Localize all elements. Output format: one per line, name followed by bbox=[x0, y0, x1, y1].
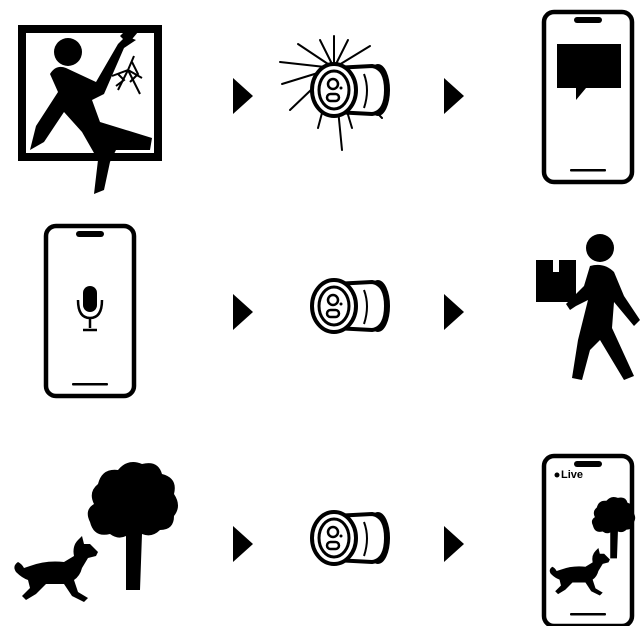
flow-arrow bbox=[233, 294, 253, 330]
delivery-person-icon bbox=[536, 234, 640, 380]
camera-icon bbox=[312, 512, 390, 564]
phone-message-icon bbox=[544, 12, 632, 182]
burglar-window-icon bbox=[22, 26, 158, 194]
phone-microphone-icon bbox=[46, 226, 134, 396]
flashing-camera-icon bbox=[280, 36, 390, 150]
camera-icon bbox=[312, 280, 390, 332]
flow-arrow bbox=[444, 526, 464, 562]
phone-live-view-icon bbox=[544, 456, 635, 626]
flow-arrow bbox=[233, 78, 253, 114]
flow-arrow bbox=[444, 78, 464, 114]
flow-arrow bbox=[444, 294, 464, 330]
flow-arrow bbox=[233, 526, 253, 562]
dog-tree-icon bbox=[14, 462, 178, 602]
live-label: Live bbox=[561, 469, 583, 481]
